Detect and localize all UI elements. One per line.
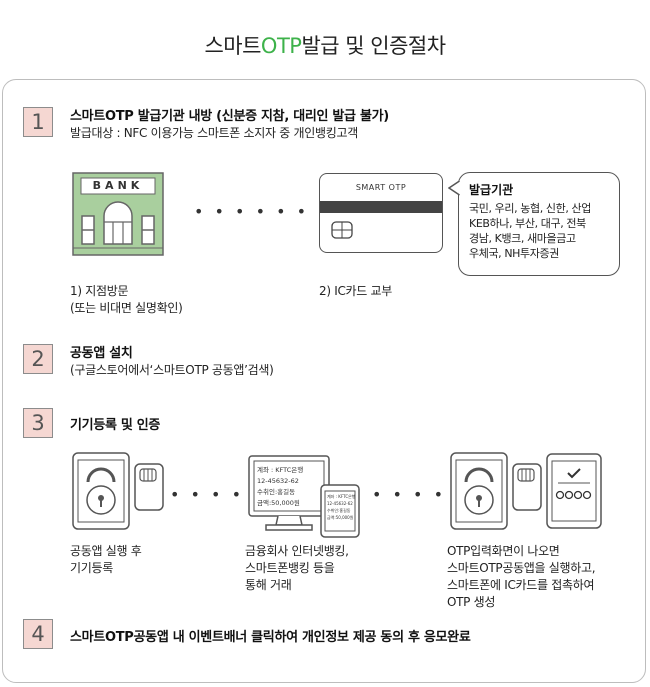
bank-icon	[72, 172, 164, 256]
otp-phone-icon	[546, 453, 602, 529]
step-1-caption-card: 2) IC카드 교부	[319, 284, 393, 298]
step-4-title: 스마트OTP공동앱 내 이벤트배너 클릭하여 개인정보 제공 동의 후 응모완료	[70, 630, 471, 645]
step-number-1: 1	[23, 107, 53, 137]
issuer-line: 국민, 우리, 농협, 신한, 산업	[469, 202, 591, 215]
issuer-line: 경남, K뱅크, 새마을금고	[469, 232, 576, 245]
page-title: 스마트OTP발급 및 인증절차	[204, 34, 446, 58]
smart-otp-card: SMART OTP	[319, 173, 443, 253]
bubble-pointer	[448, 180, 460, 196]
magnetic-stripe	[320, 201, 442, 213]
pc-and-phone-icon	[248, 455, 360, 538]
step-number-2: 2	[23, 344, 53, 374]
step-3-title: 기기등록 및 인증	[70, 418, 161, 433]
bank-sign: BANK	[92, 179, 144, 192]
step-1-title: 스마트OTP 발급기관 내방 (신분증 지참, 대리인 발급 불가)	[70, 109, 389, 124]
step-2-title: 공동앱 설치	[70, 346, 133, 361]
card-label: SMART OTP	[355, 183, 407, 192]
issuer-bubble: 발급기관 국민, 우리, 농협, 신한, 산업 KEB하나, 부산, 대구, 전…	[458, 172, 620, 276]
ic-chip-icon	[331, 221, 353, 239]
step-1-subtitle: 발급대상 : NFC 이용가능 스마트폰 소지자 중 개인뱅킹고객	[70, 126, 358, 140]
phone-with-card-icon	[72, 452, 164, 530]
step-2-subtitle: (구글스토어에서‘스마트OTP 공동앱’검색)	[70, 363, 274, 377]
step-number-4: 4	[23, 619, 53, 649]
phone-with-card-icon	[450, 452, 542, 530]
step-number-3: 3	[23, 408, 53, 438]
step-1-caption-visit: 1) 지점방문(또는 비대면 실명확인)	[70, 284, 183, 315]
issuer-line: 우체국, NH투자증권	[469, 247, 559, 260]
issuer-title: 발급기관	[469, 183, 514, 197]
issuer-line: KEB하나, 부산, 대구, 전북	[469, 217, 586, 230]
